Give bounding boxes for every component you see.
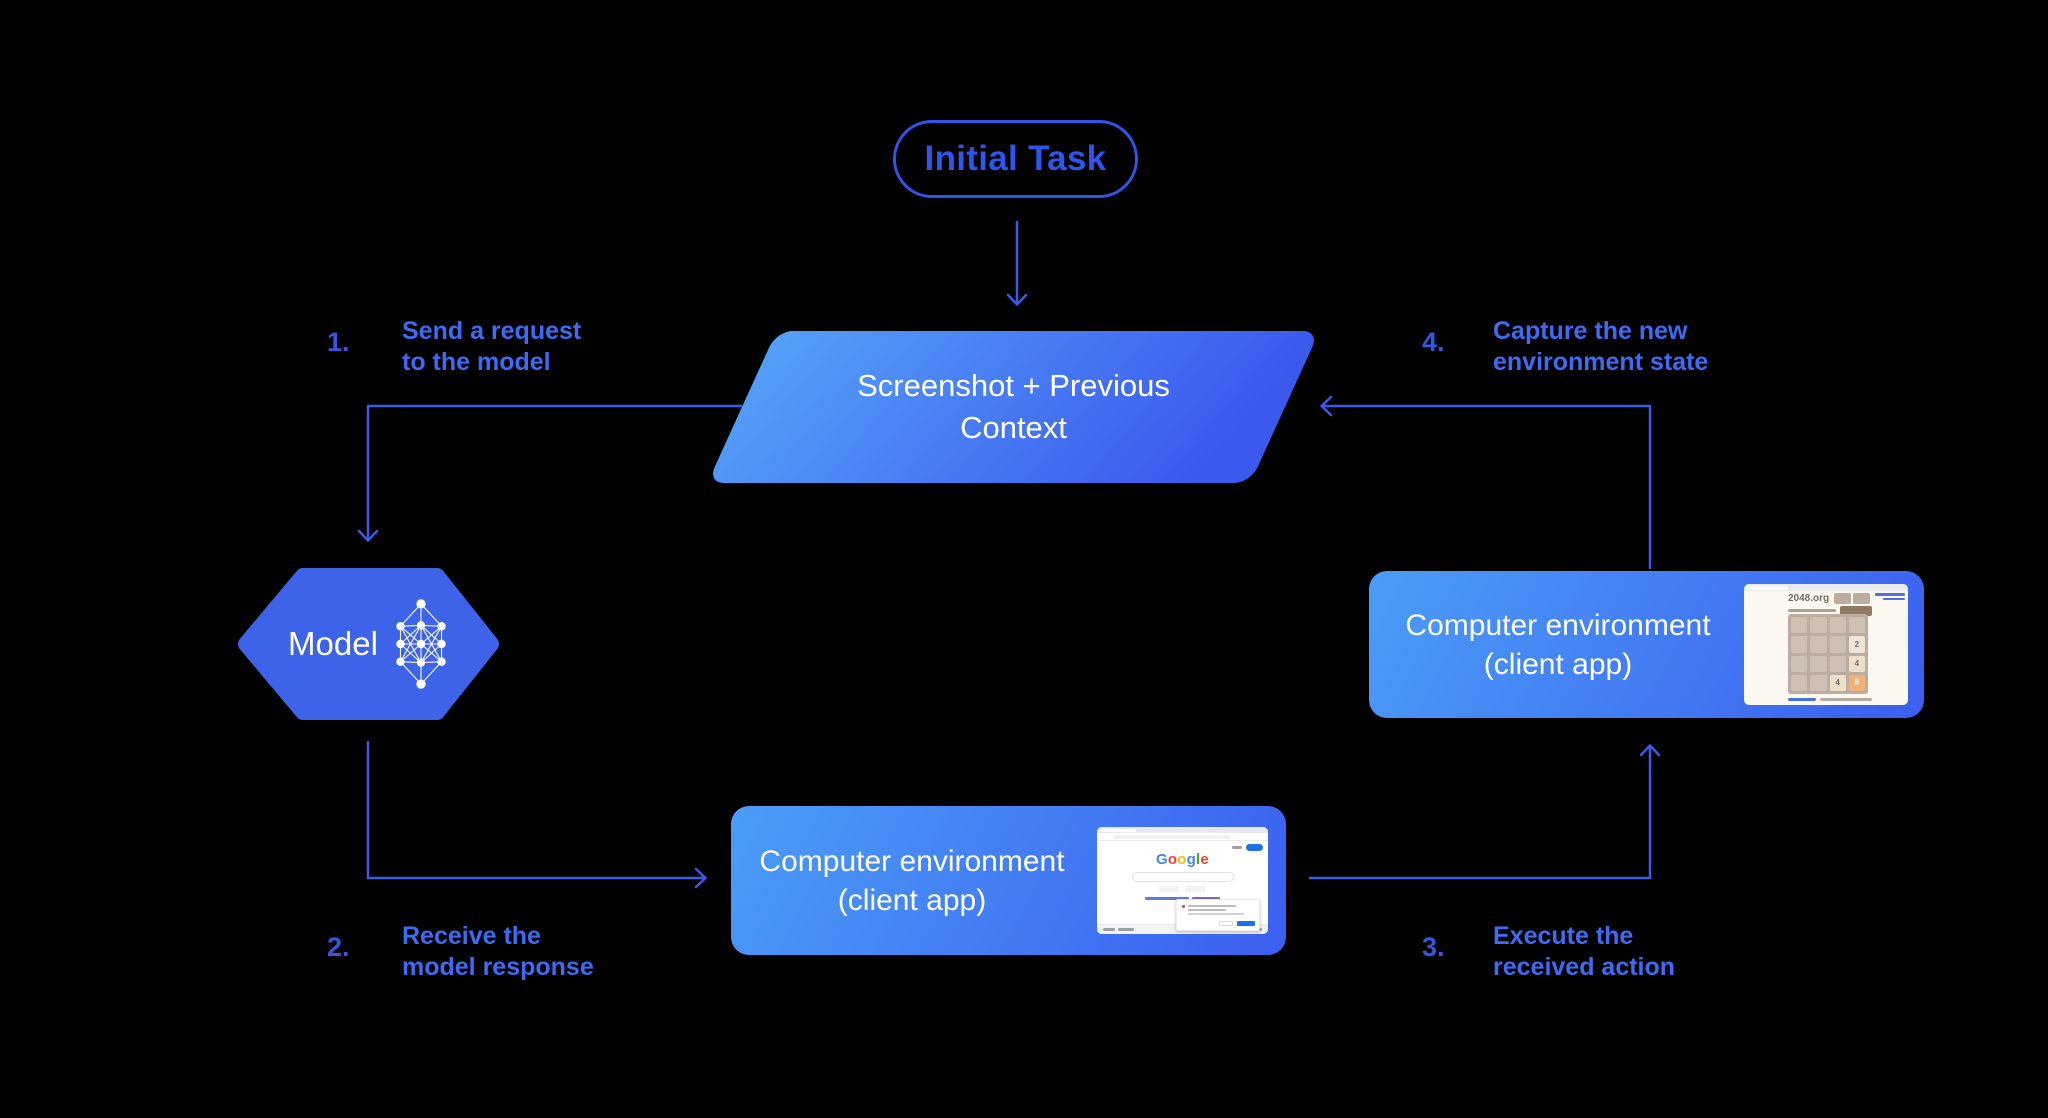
- game-tile: 4: [1829, 674, 1846, 691]
- search-input: [1132, 872, 1234, 882]
- context-label: Screenshot + Previous Context: [857, 368, 1170, 445]
- browser-tab-strip: [1097, 827, 1268, 833]
- score-box: [1834, 593, 1851, 604]
- neural-network-icon: [396, 599, 446, 689]
- blurred-link-line: [1788, 698, 1816, 701]
- game-tile: 2: [1848, 636, 1865, 653]
- game-cell: [1791, 674, 1808, 691]
- env-node-bottom: Computer environment (client app) Google: [731, 806, 1286, 955]
- env-to-context-arrow: [1320, 395, 1652, 570]
- game-cell: [1791, 655, 1808, 672]
- step-1-number: 1.: [327, 327, 350, 357]
- env-right-label: Computer environment (client app): [1405, 608, 1711, 681]
- initial-task-node: Initial Task: [893, 120, 1138, 198]
- model-to-env-arrow: [366, 740, 707, 889]
- browser-chrome: [1744, 584, 1908, 591]
- step-2-number: 2.: [327, 932, 350, 962]
- step-3-number: 3.: [1422, 932, 1445, 962]
- blurred-text-line: [1188, 909, 1226, 911]
- blurred-link-line: [1192, 897, 1220, 900]
- game-cell: [1829, 655, 1846, 672]
- context-node: Screenshot + Previous Context: [707, 331, 1320, 483]
- context-to-model-arrow: [357, 404, 743, 542]
- initial-task-label: Initial Task: [924, 139, 1107, 178]
- blurred-text-line: [1118, 928, 1134, 931]
- blurred-link-line: [1145, 897, 1189, 900]
- game-cell: [1810, 636, 1827, 653]
- dialog-secondary-button: [1219, 920, 1233, 926]
- game-cell: [1810, 655, 1827, 672]
- url-bar: [1113, 834, 1231, 839]
- blurred-text-line: [1188, 905, 1236, 907]
- step-3-label: Execute the received action: [1493, 922, 1676, 981]
- new-game-button: [1840, 606, 1872, 616]
- blurred-text-line: [1820, 698, 1872, 701]
- game-tile: 4: [1848, 655, 1865, 672]
- model-label: Model: [288, 625, 378, 662]
- model-node: Model: [238, 570, 499, 718]
- game-cell: [1810, 617, 1827, 634]
- model-hexagon: [238, 568, 499, 720]
- game-cell: [1810, 674, 1827, 691]
- google-logo: Google: [1156, 851, 1209, 868]
- task-to-context-arrow: [1006, 220, 1028, 306]
- env-bottom-label: Computer environment (client app): [759, 844, 1065, 917]
- step-2-label: Receive the model response: [402, 922, 594, 981]
- cookie-dialog: [1176, 899, 1260, 931]
- game-cell: [1829, 636, 1846, 653]
- game-cell: [1829, 617, 1846, 634]
- step-1-label: Send a request to the model: [402, 317, 582, 376]
- step-4-label: Capture the new environment state: [1493, 317, 1709, 376]
- search-button: [1159, 886, 1179, 892]
- game-cell: [1791, 636, 1808, 653]
- search-screenshot-thumbnail: Google: [1097, 827, 1268, 934]
- lucky-button: [1185, 886, 1205, 892]
- best-score-box: [1853, 593, 1870, 604]
- game-site-title: 2048.org: [1788, 593, 1830, 604]
- env-to-env-arrow: [1308, 744, 1661, 880]
- blurred-text-line: [1232, 846, 1242, 849]
- blurred-link-line: [1875, 593, 1905, 596]
- blurred-text-line: [1103, 928, 1115, 931]
- browser-tab: [1100, 828, 1136, 832]
- game-tile: 8: [1848, 674, 1865, 691]
- step-4-number: 4.: [1422, 327, 1445, 357]
- game-cell: [1848, 617, 1865, 634]
- sign-in-button: [1246, 844, 1263, 851]
- env-node-right: Computer environment (client app) 2048.o…: [1369, 571, 1924, 718]
- game-cell: [1791, 617, 1808, 634]
- blurred-text-line: [1188, 913, 1244, 915]
- dialog-accept-button: [1237, 920, 1255, 926]
- dialog-icon: [1182, 905, 1185, 908]
- blurred-link-line: [1883, 597, 1905, 600]
- blurred-text-line: [1788, 609, 1836, 612]
- browser-tab: [1746, 586, 1788, 590]
- browser-address-bar: [1097, 833, 1268, 841]
